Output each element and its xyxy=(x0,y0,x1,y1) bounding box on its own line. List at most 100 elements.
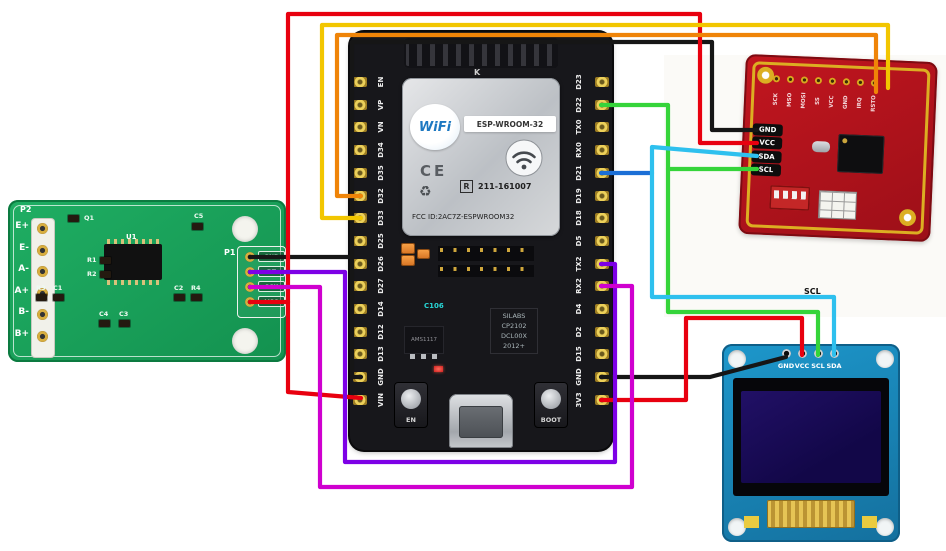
pn532-wire-tag-GND: GND xyxy=(752,123,783,137)
esp32-pin-left-D33 xyxy=(353,213,367,224)
hx711-part-C4 xyxy=(99,320,110,327)
esp32-pin-label-D4: D4 xyxy=(575,303,583,315)
oled-pin-label-SDA: SDA xyxy=(826,362,842,370)
hx711-part-C5 xyxy=(192,223,203,230)
esp32-pin-left-D26 xyxy=(353,258,367,269)
esp32-pin-label-VN: VN xyxy=(377,121,385,134)
esp32-pin-label-VP: VP xyxy=(377,99,385,110)
pn532-wire-tag-VCC: VCC xyxy=(751,136,783,150)
hx711-component-label-C2: C2 xyxy=(174,284,184,292)
esp32-pin-label-D21: D21 xyxy=(575,165,583,181)
cp2102-chip-text: 2012+ xyxy=(503,342,525,351)
gold-pads xyxy=(440,267,532,271)
cp2102-chip-text: DCL00X xyxy=(501,332,527,341)
esp32-pin-right-D5 xyxy=(595,235,609,246)
hx711-component-label-R2: R2 xyxy=(87,270,97,278)
hx711-p1-hole xyxy=(245,267,255,277)
pn532-header-label-IRQ: IRQ xyxy=(856,97,863,109)
hx711-terminal-hole xyxy=(37,309,48,321)
esp32-pin-left-GND xyxy=(353,372,367,383)
cp2102-chip-text: CP2102 xyxy=(501,322,527,331)
oled-pin-label-SCL: SCL xyxy=(811,362,825,370)
esp32-pin-label-EN: EN xyxy=(377,76,385,88)
oled-pin-label-GND: GND xyxy=(777,362,795,370)
esp32-pin-right-D19 xyxy=(595,190,609,201)
hx711-p1-pin-label-SCK: SCK xyxy=(258,281,285,292)
ce-mark: CE xyxy=(420,162,448,180)
esp32-pin-left-D32 xyxy=(353,190,367,201)
hx711-part-R4 xyxy=(191,294,202,301)
esp32-pin-right-RX0 xyxy=(595,145,609,156)
oled-flex-connector xyxy=(767,500,855,528)
hx711-p1-hole xyxy=(245,282,255,292)
en-button-cap xyxy=(401,389,421,409)
esp32-pin-right-D2 xyxy=(595,326,609,337)
pn532-header-label-SCK: SCK xyxy=(772,92,779,106)
esp32-board: K WiFi ESP-WROOM-32 CE ♻ R 211-161007 FC… xyxy=(350,32,612,450)
esp32-rf-shield: WiFi ESP-WROOM-32 CE ♻ R 211-161007 FCC … xyxy=(402,78,560,236)
esp32-pin-right-RX2 xyxy=(595,281,609,292)
hx711-ic xyxy=(104,239,162,285)
en-button: EN xyxy=(394,382,428,428)
esp32-pin-label-D12: D12 xyxy=(377,323,385,340)
oled-solder-pad xyxy=(744,516,759,528)
hx711-mount-hole xyxy=(232,216,258,242)
hx711-p1-label: P1 xyxy=(224,248,236,257)
esp32-pin-label-RX0: RX0 xyxy=(575,142,583,158)
pn532-header-label-MOSI: MOSI xyxy=(800,92,807,109)
esp32-pin-label-D18: D18 xyxy=(575,210,583,226)
pn532-mode-switch xyxy=(769,185,811,211)
pn532-header-label-RSTO: RSTO xyxy=(870,95,877,112)
esp32-pin-left-D25 xyxy=(353,235,367,246)
esp32-module-label: ESP-WROOM-32 xyxy=(464,116,556,132)
oled-pin-SDA xyxy=(829,349,839,358)
esp32-pin-right-D22 xyxy=(595,99,609,110)
smd-capacitor xyxy=(402,244,414,253)
hx711-part-Q1 xyxy=(68,215,79,222)
boot-button-label: BOOT xyxy=(540,416,562,424)
r-mark: R xyxy=(460,180,473,193)
esp32-pin-label-TX2: TX2 xyxy=(575,256,583,272)
regulator-legs xyxy=(410,354,438,359)
hx711-terminal-label-B-: B- xyxy=(18,307,29,318)
oled-mount-hole xyxy=(728,350,746,368)
hx711-p1-pin-label-VCC: VCC xyxy=(258,296,285,307)
esp32-antenna xyxy=(404,38,558,68)
esp32-pin-right-D15 xyxy=(595,349,609,360)
fcc-id: FCC ID:2AC7Z-ESPWROOM32 xyxy=(412,213,515,221)
oled-screen-bezel xyxy=(733,378,889,496)
esp32-pin-label-D13: D13 xyxy=(377,346,385,363)
hx711-part-R1 xyxy=(100,257,111,264)
esp32-pin-right-D21 xyxy=(595,167,609,178)
hx711-terminal-label-E-: E- xyxy=(19,242,29,253)
hx711-component-label-C4: C4 xyxy=(99,310,109,318)
recycle-icon: ♻ xyxy=(419,184,432,200)
pn532-header-label-SS: SS xyxy=(814,97,821,106)
esp32-pin-right-GND xyxy=(595,372,609,383)
esp32-pin-label-D27: D27 xyxy=(377,278,385,295)
power-led xyxy=(434,366,443,372)
esp32-pin-label-D33: D33 xyxy=(377,210,385,226)
esp32-pin-label-VIN: VIN xyxy=(377,392,385,407)
esp32-pin-right-D4 xyxy=(595,304,609,314)
esp32-pin-right-D18 xyxy=(595,213,609,224)
esp32-pin-left-D14 xyxy=(353,304,367,314)
esp32-pin-right-3V3 xyxy=(595,394,609,405)
esp32-pin-label-D15: D15 xyxy=(575,346,583,363)
hx711-part-R2 xyxy=(100,271,111,278)
hx711-ic-label: U1 xyxy=(126,233,137,241)
micro-usb-slot xyxy=(459,406,503,438)
hx711-p1-hole xyxy=(245,252,255,262)
oled-pin-label-VCC: VCC xyxy=(794,362,810,370)
esp32-pin-left-D12 xyxy=(353,326,367,337)
esp32-pin-label-D35: D35 xyxy=(377,165,385,181)
esp32-pin-label-RX2: RX2 xyxy=(575,278,583,295)
hx711-terminal-label-A+: A+ xyxy=(14,285,29,296)
oled-pin-GND xyxy=(781,349,791,358)
oled-mount-hole xyxy=(876,518,894,536)
hx711-part-C1 xyxy=(53,294,64,301)
hx711-component-label-R1: R1 xyxy=(87,256,97,264)
esp32-pin-label-D5: D5 xyxy=(575,235,583,247)
